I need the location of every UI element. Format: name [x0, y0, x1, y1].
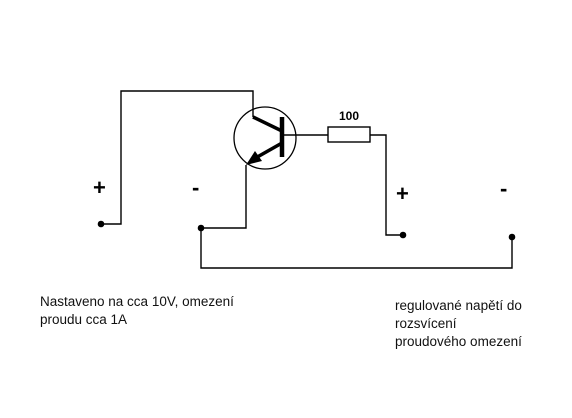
- terminal-input-plus: [97, 220, 105, 228]
- wire-input-plus: [101, 90, 254, 225]
- wire-ground: [200, 228, 513, 269]
- note-left-line: Nastaveno na cca 10V, omezení: [40, 294, 234, 309]
- label-output-plus: +: [396, 181, 409, 206]
- terminal-output-minus: [508, 233, 516, 241]
- wire-emitter: [201, 165, 247, 229]
- wire-output-plus: [370, 134, 403, 236]
- note-right-line: regulované napětí do: [395, 298, 522, 313]
- resistor-label: 100: [339, 109, 359, 123]
- transistor-collector: [252, 115, 283, 133]
- note-left-line: proudu cca 1A: [40, 312, 128, 327]
- transistor-body: [233, 106, 297, 170]
- label-input-minus: -: [192, 175, 199, 200]
- note-left: Nastaveno na cca 10V, omezení proudu cca…: [40, 293, 300, 329]
- label-input-plus: +: [93, 175, 106, 200]
- terminal-input-minus: [197, 224, 205, 232]
- note-right-line: proudového omezení: [395, 334, 522, 349]
- transistor-symbol: [233, 106, 297, 170]
- transistor-emitter-arrow: [246, 151, 262, 165]
- note-right-line: rozsvícení: [395, 316, 457, 331]
- terminal-output-plus: [399, 231, 407, 239]
- note-right: regulované napětí do rozsvícení proudové…: [395, 297, 565, 351]
- resistor: [327, 126, 371, 143]
- label-output-minus: -: [500, 176, 507, 201]
